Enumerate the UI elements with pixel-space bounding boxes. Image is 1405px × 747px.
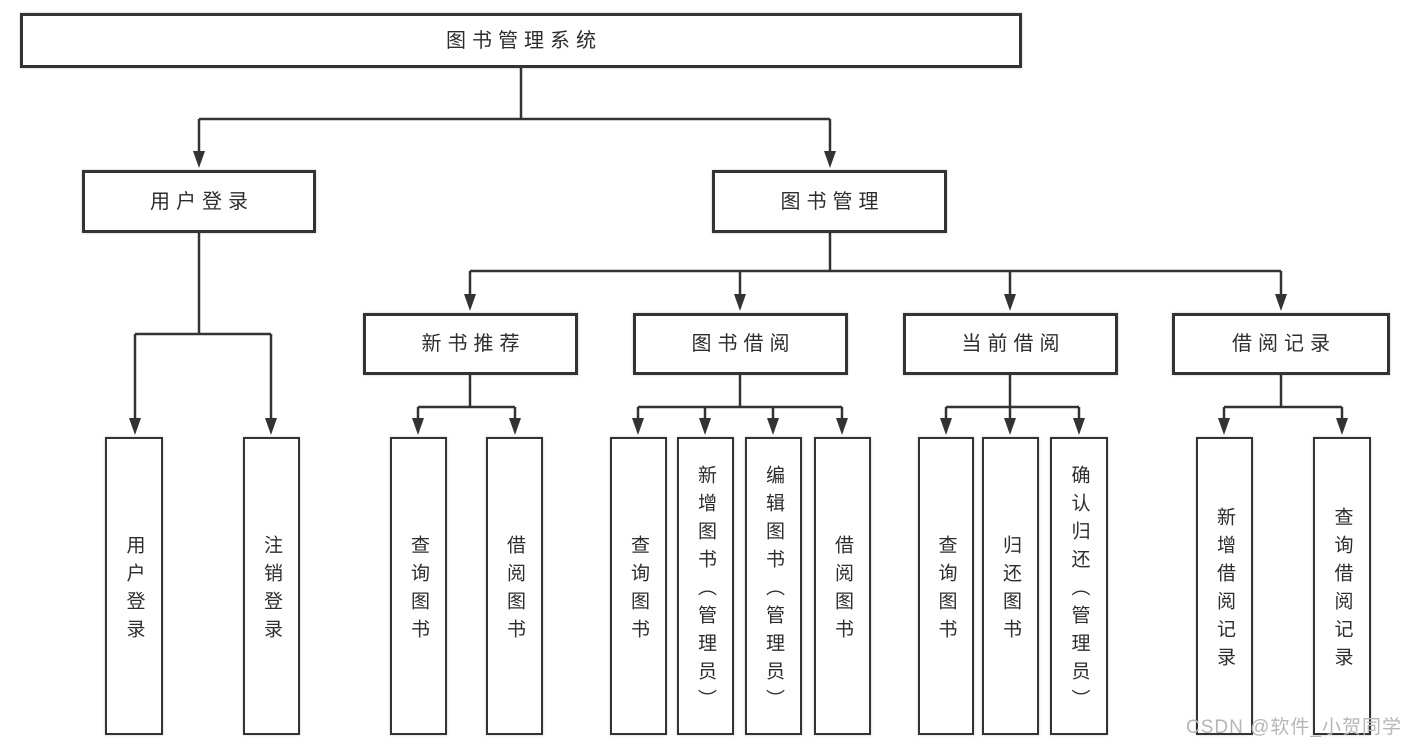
leaf-label: 查询图书: [408, 534, 429, 647]
leaf-logout: 注销登录: [243, 437, 300, 735]
node-label: 当前借阅: [961, 333, 1066, 355]
leaf-label: 用户登录: [123, 534, 145, 647]
leaf-query-books-borrow: 查询图书: [610, 437, 667, 735]
leaf-label: 确认归还（管理员）: [1068, 464, 1090, 717]
leaf-user-login: 用户登录: [105, 437, 163, 735]
node-label: 图书管理系统: [446, 29, 602, 52]
node-current-borrow: 当前借阅: [903, 313, 1118, 375]
leaf-query-books-recommend: 查询图书: [390, 437, 447, 735]
leaf-query-books-current: 查询图书: [918, 437, 974, 735]
node-library-management-system: 图书管理系统: [20, 13, 1022, 68]
leaf-return-books: 归还图书: [982, 437, 1039, 735]
leaf-label: 借阅图书: [832, 534, 853, 647]
leaf-borrow-books-recommend: 借阅图书: [486, 437, 543, 735]
node-label: 新书推荐: [421, 333, 526, 355]
watermark: CSDN @软件_小贺同学: [1186, 717, 1402, 738]
leaf-label: 新增图书（管理员）: [695, 464, 716, 717]
leaf-label: 新增借阅记录: [1214, 506, 1235, 675]
leaf-edit-books-admin: 编辑图书（管理员）: [745, 437, 802, 735]
leaf-label: 注销登录: [261, 534, 282, 647]
leaf-label: 查询借阅记录: [1331, 506, 1353, 675]
node-book-management: 图书管理: [712, 170, 947, 233]
node-new-book-recommend: 新书推荐: [363, 313, 578, 375]
leaf-label: 查询图书: [628, 534, 649, 647]
node-borrow-records: 借阅记录: [1172, 313, 1390, 375]
leaf-add-books-admin: 新增图书（管理员）: [677, 437, 734, 735]
node-label: 图书借阅: [691, 333, 796, 355]
leaf-label: 借阅图书: [504, 534, 525, 647]
leaf-query-borrow-record: 查询借阅记录: [1313, 437, 1371, 735]
leaf-confirm-return-admin: 确认归还（管理员）: [1050, 437, 1108, 735]
node-book-borrow: 图书借阅: [633, 313, 848, 375]
leaf-label: 编辑图书（管理员）: [763, 464, 784, 717]
node-user-login: 用户登录: [82, 170, 316, 233]
leaf-label: 归还图书: [1000, 534, 1021, 647]
leaf-borrow-books: 借阅图书: [814, 437, 871, 735]
leaf-add-borrow-record: 新增借阅记录: [1196, 437, 1253, 735]
node-label: 用户登录: [150, 190, 254, 213]
node-label: 图书管理: [780, 190, 885, 213]
node-label: 借阅记录: [1232, 333, 1336, 355]
leaf-label: 查询图书: [935, 534, 957, 647]
